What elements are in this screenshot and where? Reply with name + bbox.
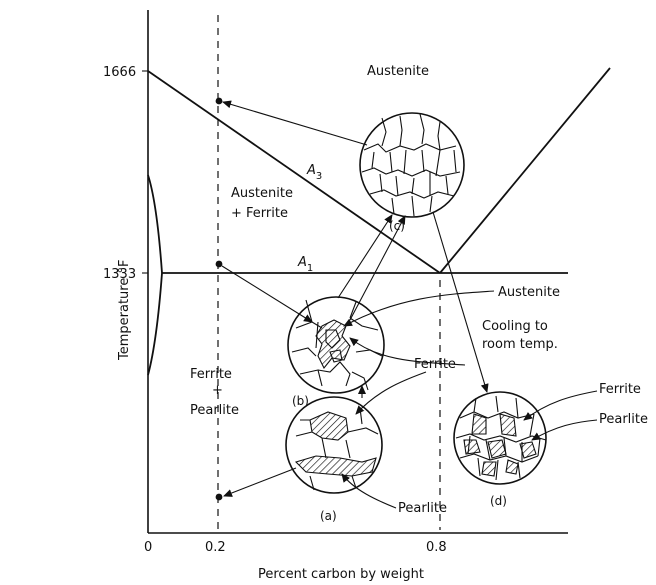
y-tick-label-1666: 1666 xyxy=(103,65,136,80)
micrograph-c: (c) xyxy=(360,113,464,233)
arrow-a1-point-to-b xyxy=(222,266,312,322)
region-austenite: Austenite xyxy=(367,64,429,79)
arrow-a-to-room-point xyxy=(224,468,296,496)
y-axis-label: Temperature °F xyxy=(117,260,132,361)
x-tick-label-0-8: 0.8 xyxy=(426,540,447,555)
micrograph-d-label: (d) xyxy=(490,494,507,508)
micrograph-a: (a) xyxy=(286,397,382,523)
x-axis-label: Percent carbon by weight xyxy=(258,567,424,582)
label-pearlite-a: Pearlite xyxy=(398,501,447,516)
label-austenite-leader: Austenite xyxy=(498,285,560,300)
acm-line xyxy=(440,68,610,273)
state-points xyxy=(216,98,223,501)
label-ferrite-d: Ferrite xyxy=(599,382,641,397)
region-ferrite-pearlite-line3: Pearlite xyxy=(190,403,239,418)
label-cooling-line2: room temp. xyxy=(482,337,558,352)
a1-label: A1 xyxy=(297,255,313,274)
label-cooling-line1: Cooling to xyxy=(482,319,548,334)
x-tick-label-0: 0 xyxy=(144,540,152,555)
point-room-temp xyxy=(216,494,223,501)
region-austenite-ferrite-line2: + Ferrite xyxy=(231,206,288,221)
region-ferrite-pearlite-line2: + xyxy=(212,383,223,398)
label-pearlite-d: Pearlite xyxy=(599,412,648,427)
region-ferrite-pearlite-line1: Ferrite xyxy=(190,367,232,382)
ferrite-solvus-curve xyxy=(148,175,162,375)
point-a1 xyxy=(216,261,223,268)
point-austenite xyxy=(216,98,223,105)
region-austenite-ferrite-line1: Austenite xyxy=(231,186,293,201)
label-ferrite-b: Ferrite xyxy=(414,357,456,372)
micrograph-a-label: (a) xyxy=(320,509,337,523)
a3-label: A3 xyxy=(306,163,322,182)
micrograph-d: (d) xyxy=(454,392,546,508)
x-tick-label-0-2: 0.2 xyxy=(205,540,226,555)
